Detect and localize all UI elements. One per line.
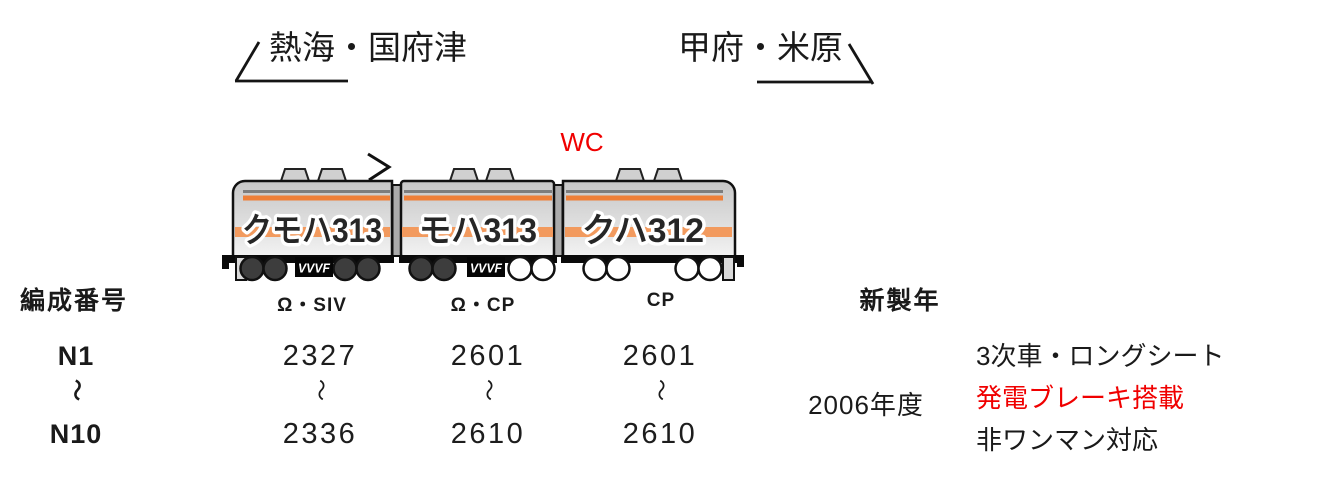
roof-vent-icon: [316, 168, 348, 182]
formation-last: N10: [49, 419, 103, 449]
gangway-connector: [553, 184, 564, 257]
motored-wheel-icon: [431, 255, 457, 282]
trailer-wheel-icon: [530, 255, 556, 282]
car-1-label: クモハ313: [242, 212, 382, 250]
car-2-equipment-label: Ω・CP: [450, 295, 516, 316]
direction-left-marker: [234, 41, 348, 83]
roof-stripe-gray: [404, 190, 552, 193]
direction-right-diagonal-line: [847, 43, 875, 85]
vvvf-badge-box: [295, 257, 333, 277]
car-1-number-range: 〜: [250, 379, 390, 402]
range-tilde: 〜: [475, 378, 501, 402]
direction-left-diagonal-line: [234, 41, 261, 82]
wc-label: WC: [560, 127, 604, 157]
roof-stripe-orange: [404, 195, 552, 201]
direction-right-label: 甲府・米原: [678, 29, 843, 66]
notes-block: 3次車・ロングシート 発電ブレーキ搭載 非ワンマン対応: [976, 335, 1224, 461]
car-3-equipment-label: CP: [646, 290, 676, 311]
trailer-wheel-icon: [674, 255, 700, 282]
range-tilde: 〜: [63, 378, 89, 402]
car-2-number-last: 2610: [450, 418, 526, 450]
pantograph-icon: [367, 152, 392, 182]
roof-vents: [279, 168, 684, 182]
formation-first: N1: [57, 341, 95, 371]
car-1-equipment-label: Ω・SIV: [277, 295, 347, 316]
roof-vent-icon: [448, 168, 480, 182]
car-2-moha313: モハ313: [399, 179, 556, 259]
trailer-wheel-icon: [605, 255, 631, 282]
note-line-3: 非ワンマン対応: [976, 425, 1159, 455]
motored-wheel-icon: [355, 255, 381, 282]
build-year-header: 新製年: [859, 287, 941, 315]
motored-wheel-icon: [332, 255, 358, 282]
car-2-number-range: 〜: [418, 379, 558, 402]
waist-band-orange: [565, 227, 732, 237]
car-1-kumoha313: クモハ313: [231, 179, 394, 259]
car-3-kuha312: クハ312: [561, 179, 737, 259]
roof-stripe-orange: [243, 195, 390, 201]
note-line-2: 発電ブレーキ搭載: [976, 383, 1185, 413]
train-drawing: クモハ313 モハ313 クハ312: [222, 152, 744, 282]
vvvf-badge-box: [467, 257, 505, 277]
motored-wheel-icon: [262, 255, 288, 282]
trailer-wheel-icon: [507, 255, 533, 282]
vvvf-badge-label: VVVF: [298, 261, 331, 276]
car-3-number-range: 〜: [590, 379, 730, 402]
formation-range: 〜: [6, 379, 146, 402]
direction-right-marker: [757, 43, 875, 85]
waist-band-orange: [402, 227, 553, 237]
wheels: [239, 255, 723, 282]
trailer-wheel-icon: [697, 255, 723, 282]
underframe-bar: [561, 255, 744, 263]
trailer-wheel-icon: [582, 255, 608, 282]
gangway-connector: [391, 184, 402, 257]
end-beam: [737, 255, 744, 267]
car-3-number-first: 2601: [622, 340, 698, 372]
vvvf-badge-label: VVVF: [470, 261, 503, 276]
rear-step: [722, 256, 735, 281]
roof-vent-icon: [484, 168, 516, 182]
motored-wheel-icon: [239, 255, 265, 282]
end-beam: [222, 255, 229, 269]
note-line-1: 3次車・ロングシート: [976, 341, 1225, 371]
car-3-label: クハ312: [582, 212, 704, 250]
car-1-number-last: 2336: [282, 418, 358, 450]
roof-vent-icon: [279, 168, 311, 182]
car-2-label: モハ313: [419, 212, 537, 250]
roof-vent-icon: [652, 168, 684, 182]
motored-wheel-icon: [408, 255, 434, 282]
formation-number-header: 編成番号: [19, 287, 128, 315]
roof-stripe-gray: [566, 190, 723, 193]
range-tilde: 〜: [647, 378, 673, 402]
waist-band-orange: [235, 227, 390, 237]
build-year-value: 2006年度: [808, 390, 924, 420]
direction-left-label: 熱海・国府津: [269, 29, 467, 66]
range-tilde: 〜: [307, 378, 333, 402]
roof-vent-icon: [614, 168, 646, 182]
roof-stripe-gray: [243, 190, 390, 193]
car-3-number-last: 2610: [622, 418, 698, 450]
roof-stripe-orange: [566, 195, 723, 201]
car-1-number-first: 2327: [282, 340, 358, 372]
vvvf-badges: VVVF VVVF: [295, 257, 505, 277]
car-2-number-first: 2601: [450, 340, 526, 372]
